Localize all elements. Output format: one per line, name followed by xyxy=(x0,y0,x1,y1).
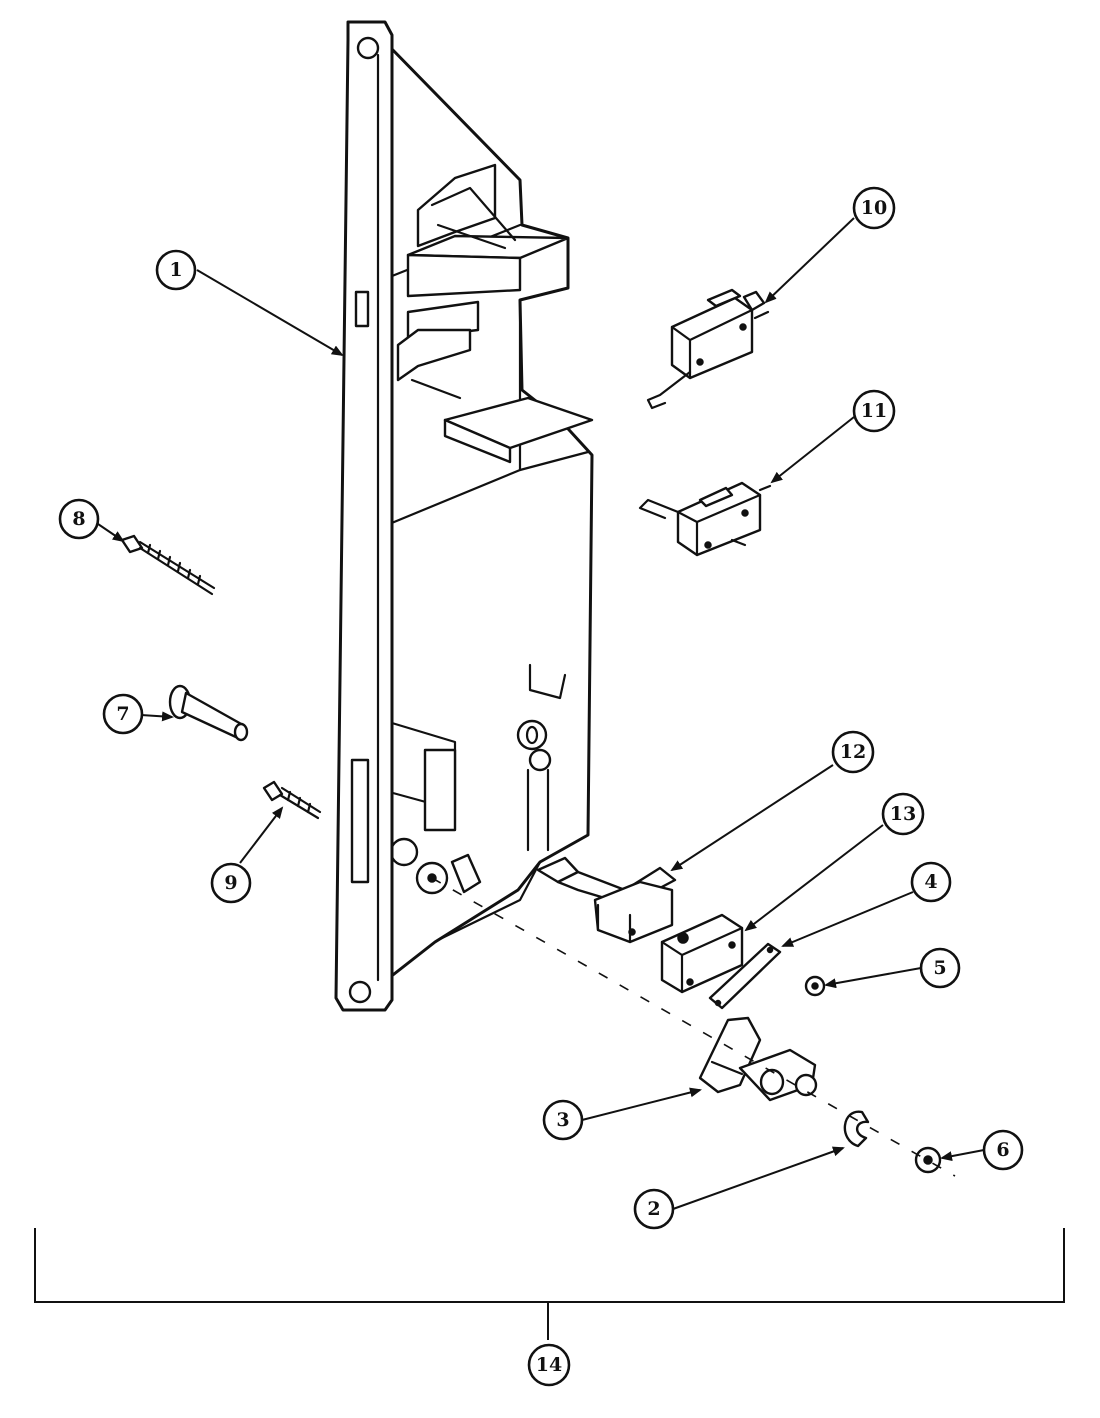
screw-part-9 xyxy=(262,780,322,820)
callout-1: 1 xyxy=(155,249,197,291)
callout-label-2: 2 xyxy=(647,1198,660,1220)
assembly-axis-line xyxy=(431,877,956,1177)
screw-part-8 xyxy=(120,534,216,596)
callout-4: 4 xyxy=(910,861,952,903)
pin-part-7 xyxy=(168,684,249,742)
callout-9: 9 xyxy=(210,862,252,904)
callout-label-13: 13 xyxy=(890,803,916,825)
callout-label-5: 5 xyxy=(933,957,946,979)
callout-14: 14 xyxy=(527,1343,571,1387)
callout-10: 10 xyxy=(852,186,896,230)
callout-6: 6 xyxy=(982,1129,1024,1171)
callout-label-9: 9 xyxy=(224,872,237,894)
switch-part-11 xyxy=(638,481,772,557)
callout-8: 8 xyxy=(58,498,100,540)
callout-label-8: 8 xyxy=(72,508,85,530)
leader-lines xyxy=(97,217,985,1210)
assembly-bracket xyxy=(34,1228,1065,1340)
bracket-part-4 xyxy=(708,942,782,1010)
actuator-part-12 xyxy=(536,856,677,944)
callout-5: 5 xyxy=(919,947,961,989)
clip-part-2 xyxy=(843,1110,870,1148)
callout-label-10: 10 xyxy=(861,197,887,219)
bracket-panel-assembly xyxy=(334,20,594,1012)
callout-label-3: 3 xyxy=(556,1109,569,1131)
callout-label-12: 12 xyxy=(840,741,866,763)
callout-11: 11 xyxy=(852,389,896,433)
callout-2: 2 xyxy=(633,1188,675,1230)
callout-label-14: 14 xyxy=(536,1354,562,1376)
callout-12: 12 xyxy=(831,730,875,774)
callout-7: 7 xyxy=(102,693,144,735)
callout-label-7: 7 xyxy=(116,703,129,725)
callout-label-4: 4 xyxy=(924,871,937,893)
callout-3: 3 xyxy=(542,1099,584,1141)
callout-label-1: 1 xyxy=(169,259,182,281)
callout-label-11: 11 xyxy=(861,400,887,422)
nut-part-6 xyxy=(914,1146,942,1174)
switch-part-10 xyxy=(646,288,770,410)
callout-label-6: 6 xyxy=(996,1139,1009,1161)
callout-13: 13 xyxy=(881,792,925,836)
switch-part-13 xyxy=(660,913,744,994)
nut-part-5 xyxy=(804,975,826,997)
lever-part-3 xyxy=(698,1016,818,1102)
